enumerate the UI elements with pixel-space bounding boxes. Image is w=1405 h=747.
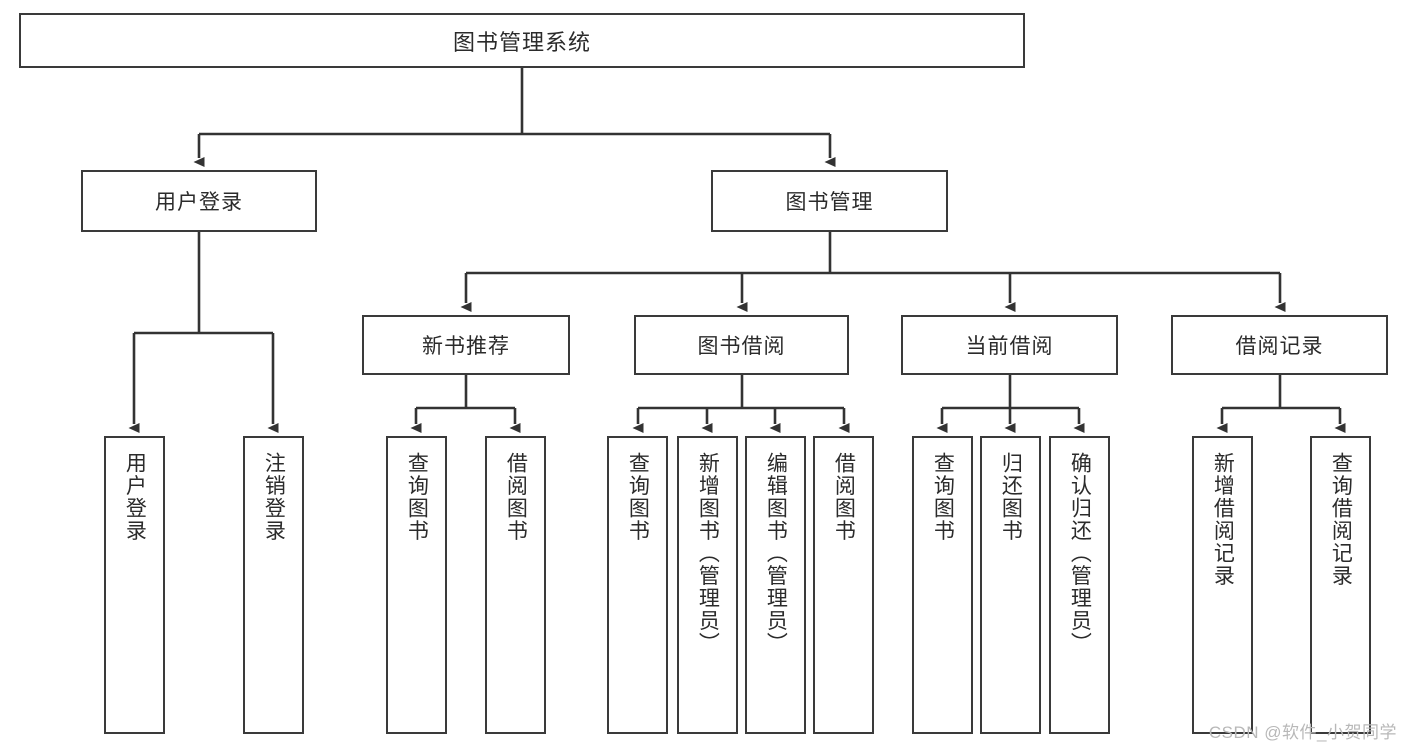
node-new-book-recommend[interactable]: 新书推荐: [362, 315, 570, 375]
node-label: 当前借阅: [965, 335, 1054, 358]
leaf-label: 注销登录: [262, 452, 286, 542]
leaf-label: 确认归还（管理员）: [1068, 452, 1092, 655]
leaf-label: 借阅图书: [504, 452, 528, 542]
leaf-borrow-borrow-book[interactable]: 借阅图书: [813, 436, 874, 734]
node-current-borrow[interactable]: 当前借阅: [901, 315, 1118, 375]
leaf-label: 归还图书: [999, 452, 1023, 542]
leaf-record-add-borrow-record[interactable]: 新增借阅记录: [1192, 436, 1253, 734]
node-book-borrow[interactable]: 图书借阅: [634, 315, 849, 375]
node-user-login[interactable]: 用户登录: [81, 170, 317, 232]
leaf-current-confirm-return-admin[interactable]: 确认归还（管理员）: [1049, 436, 1110, 734]
node-label: 新书推荐: [422, 335, 510, 358]
leaf-label: 用户登录: [123, 452, 147, 542]
leaf-current-return-book[interactable]: 归还图书: [980, 436, 1041, 734]
csdn-watermark: CSDN @软件_小贺同学: [1208, 723, 1397, 742]
node-root-library-management-system[interactable]: 图书管理系统: [19, 13, 1025, 68]
leaf-label: 查询图书: [931, 452, 955, 542]
node-label: 图书借阅: [697, 335, 786, 358]
leaf-user-login-signin[interactable]: 用户登录: [104, 436, 165, 734]
node-label: 图书管理系统: [452, 29, 591, 55]
leaf-borrow-add-book-admin[interactable]: 新增图书（管理员）: [677, 436, 738, 734]
node-label: 图书管理: [785, 191, 874, 214]
leaf-record-query-borrow-record[interactable]: 查询借阅记录: [1310, 436, 1371, 734]
leaf-recommend-borrow-book[interactable]: 借阅图书: [485, 436, 546, 734]
leaf-borrow-edit-book-admin[interactable]: 编辑图书（管理员）: [745, 436, 806, 734]
node-book-management[interactable]: 图书管理: [711, 170, 948, 232]
leaf-label: 借阅图书: [832, 452, 856, 542]
leaf-current-query-book[interactable]: 查询图书: [912, 436, 973, 734]
leaf-label: 查询借阅记录: [1329, 452, 1353, 587]
leaf-label: 新增借阅记录: [1211, 452, 1235, 587]
leaf-label: 新增图书（管理员）: [696, 452, 720, 655]
leaf-recommend-query-book[interactable]: 查询图书: [386, 436, 447, 734]
leaf-borrow-query-book[interactable]: 查询图书: [607, 436, 668, 734]
leaf-user-login-signout[interactable]: 注销登录: [243, 436, 304, 734]
leaf-label: 查询图书: [405, 452, 429, 542]
leaf-label: 编辑图书（管理员）: [764, 452, 788, 655]
node-borrow-record[interactable]: 借阅记录: [1171, 315, 1388, 375]
node-label: 借阅记录: [1235, 335, 1324, 358]
node-label: 用户登录: [155, 191, 243, 214]
leaf-label: 查询图书: [626, 452, 650, 542]
